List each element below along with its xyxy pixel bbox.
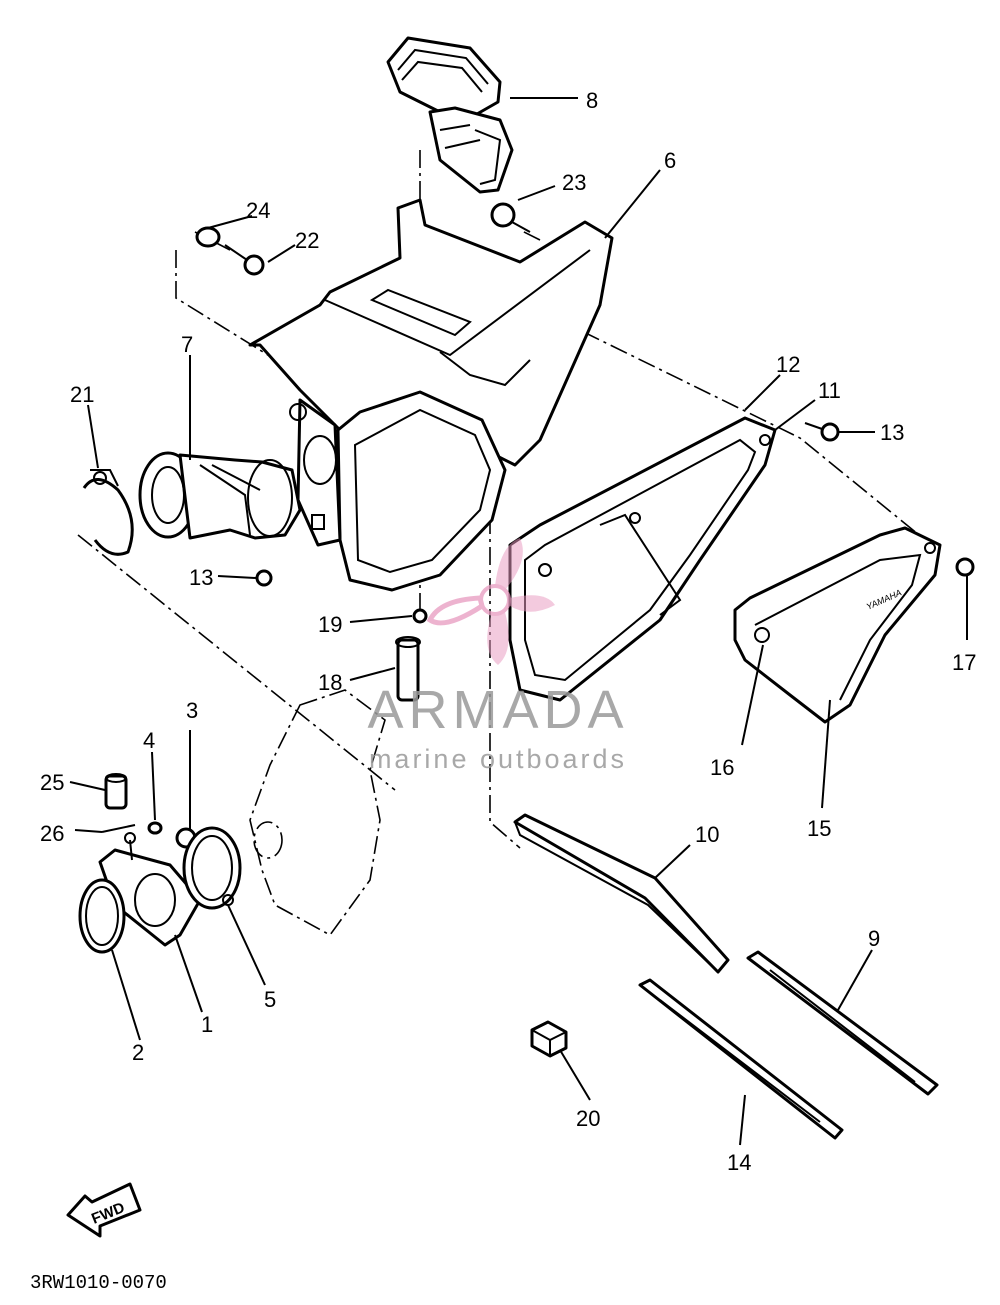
bolt-part-23 (490, 202, 531, 233)
callout-5: 5 (264, 987, 276, 1012)
diagram-code: 3RW1010-0070 (30, 1272, 167, 1294)
gasket-part-12 (508, 416, 777, 702)
callout-19: 19 (318, 612, 342, 637)
callout-20: 20 (576, 1106, 600, 1131)
callout-17: 17 (952, 650, 976, 675)
washer-part-4 (147, 821, 163, 835)
cover-part-15 (733, 526, 942, 724)
pipe-part-18 (395, 636, 421, 702)
leader-lines (69, 97, 968, 1146)
callout-4: 4 (143, 728, 155, 753)
callout-8: 8 (586, 88, 598, 113)
pin-part-26 (101, 824, 136, 833)
clamp-part-21 (82, 469, 134, 556)
callout-22: 22 (295, 228, 319, 253)
callout-24: 24 (246, 198, 270, 223)
callout-23: 23 (562, 170, 586, 195)
callout-13-upper: 13 (880, 420, 904, 445)
callout-15: 15 (807, 816, 831, 841)
air-box-case-part-6 (248, 198, 614, 592)
clamp-part-5 (182, 826, 242, 910)
propeller-logo-icon (426, 538, 555, 665)
element-part-14 (638, 978, 844, 1140)
o-ring-part-2 (78, 878, 126, 954)
callout-25: 25 (40, 770, 64, 795)
sleeve-part-25 (104, 773, 128, 810)
watermark-tagline: marine outboards (369, 744, 627, 774)
screw-part-13-lower (255, 569, 273, 587)
callout-1: 1 (201, 1012, 213, 1037)
callout-13-lower: 13 (189, 565, 213, 590)
block-part-20 (530, 1020, 568, 1058)
carburetor-outline (249, 689, 386, 937)
callout-9: 9 (868, 926, 880, 951)
callout-26: 26 (40, 821, 64, 846)
callout-11: 11 (818, 378, 841, 403)
element-part-9 (746, 950, 939, 1096)
callout-14: 14 (727, 1150, 751, 1175)
callout-2: 2 (132, 1040, 144, 1065)
callout-16: 16 (710, 755, 734, 780)
bolt-part-22 (224, 244, 265, 276)
callout-10: 10 (695, 822, 719, 847)
callout-labels: 1 2 3 4 5 6 7 8 9 10 11 12 13 13 14 15 1… (40, 88, 976, 1175)
callout-3: 3 (186, 698, 198, 723)
callout-7: 7 (181, 332, 193, 357)
screw-part-17 (955, 557, 975, 577)
watermark-brand: ARMADA (367, 680, 628, 740)
clip-part-19 (412, 608, 428, 624)
callout-6: 6 (664, 148, 676, 173)
element-part-10 (513, 813, 730, 974)
callout-18: 18 (318, 670, 342, 695)
callout-12: 12 (776, 352, 800, 377)
intake-boot-part-8 (386, 36, 514, 194)
screw-part-13-upper (804, 422, 840, 442)
forward-arrow-icon: FWD (66, 1182, 142, 1238)
joint-part-7 (138, 451, 302, 540)
callout-21: 21 (70, 382, 94, 407)
brand-watermark: ARMADA marine outboards (367, 538, 628, 774)
washer-part-24 (195, 226, 221, 248)
